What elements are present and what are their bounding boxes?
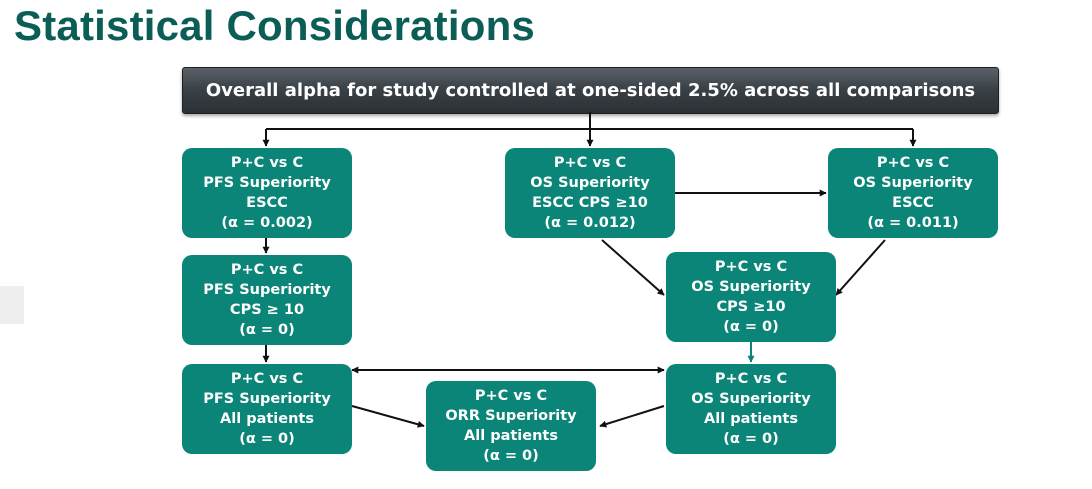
node-line: All patients [464,428,558,444]
alpha-banner: Overall alpha for study controlled at on… [182,67,999,114]
node-line: P+C vs C [714,259,788,275]
node-line: ESCC [892,195,934,211]
node-line: CPS ≥10 [716,299,786,315]
node-line: PFS Superiority [203,391,331,407]
node-line: (α = 0) [483,448,539,464]
node-os-cps10: P+C vs C OS Superiority CPS ≥10 (α = 0) [666,252,836,342]
node-line: P+C vs C [553,155,627,171]
arrow-os-escc-to-os-cps10 [835,239,886,296]
node-line: (α = 0.011) [867,215,959,231]
node-line: P+C vs C [230,155,304,171]
decorative-block [0,286,24,324]
arrow-pfs-all-to-orr [351,405,425,428]
node-line: ORR Superiority [445,408,577,424]
node-line: (α = 0) [723,431,779,447]
node-line: P+C vs C [230,262,304,278]
node-line: All patients [220,411,314,427]
node-pfs-all: P+C vs C PFS Superiority All patients (α… [182,364,352,454]
node-line: P+C vs C [714,371,788,387]
node-line: OS Superiority [691,279,811,295]
node-line: P+C vs C [876,155,950,171]
node-line: (α = 0) [723,319,779,335]
node-line: P+C vs C [230,371,304,387]
node-line: (α = 0) [239,322,295,338]
node-line: ESCC CPS ≥10 [532,195,648,211]
node-os-all: P+C vs C OS Superiority All patients (α … [666,364,836,454]
node-line: (α = 0.012) [544,215,636,231]
node-line: OS Superiority [853,175,973,191]
arrow-os-escc-cps10-to-os-cps10 [601,239,665,296]
node-line: All patients [704,411,798,427]
node-line: ESCC [246,195,288,211]
node-line: OS Superiority [530,175,650,191]
alpha-banner-text: Overall alpha for study controlled at on… [205,80,976,101]
node-line: PFS Superiority [203,175,331,191]
node-pfs-cps10: P+C vs C PFS Superiority CPS ≥ 10 (α = 0… [182,255,352,345]
node-pfs-escc: P+C vs C PFS Superiority ESCC (α = 0.002… [182,148,352,238]
node-orr-all: P+C vs C ORR Superiority All patients (α… [426,381,596,471]
arrow-os-all-to-orr [599,405,665,428]
node-line: CPS ≥ 10 [229,302,305,318]
node-os-escc-cps10: P+C vs C OS Superiority ESCC CPS ≥10 (α … [505,148,675,238]
node-line: (α = 0) [239,431,295,447]
page-title: Statistical Considerations [14,2,535,49]
node-line: (α = 0.002) [221,215,313,231]
node-line: OS Superiority [691,391,811,407]
node-os-escc: P+C vs C OS Superiority ESCC (α = 0.011) [828,148,998,238]
node-line: P+C vs C [474,388,548,404]
node-line: PFS Superiority [203,282,331,298]
